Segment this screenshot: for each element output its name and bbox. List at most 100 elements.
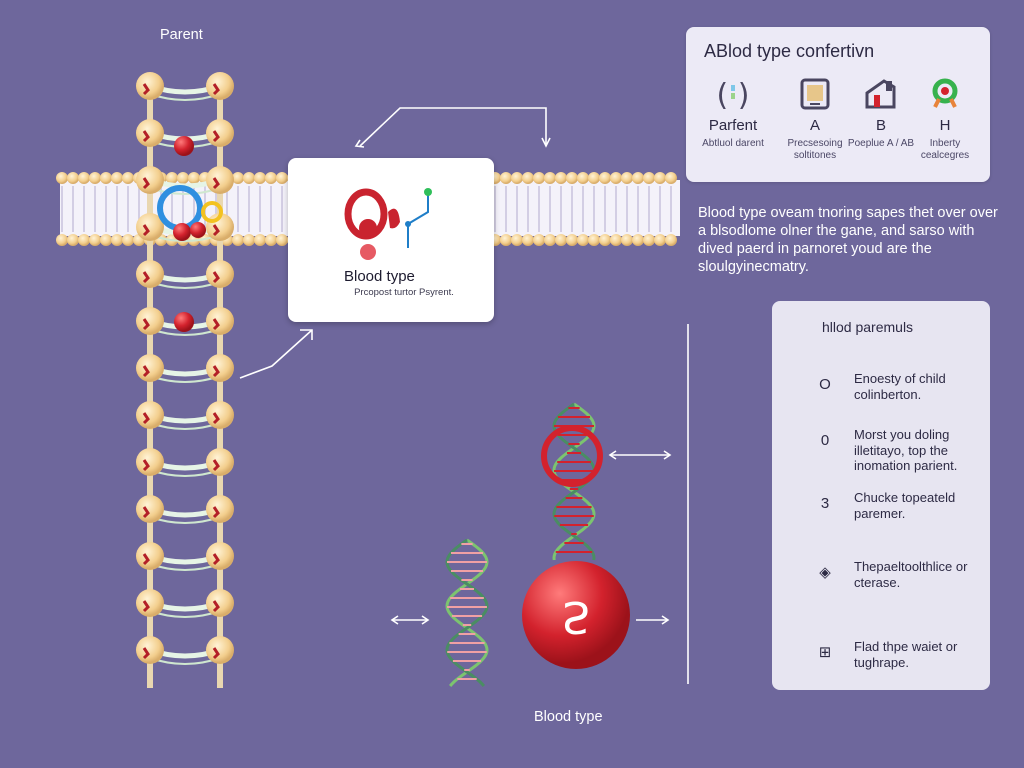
membrane-bead	[654, 172, 666, 184]
overview-column-name: Parfent	[708, 117, 758, 134]
circle-o-icon: O	[819, 375, 831, 393]
membrane-bead	[500, 234, 512, 246]
grid-icon: ⊞	[818, 644, 832, 661]
membrane-bead	[566, 234, 578, 246]
membrane-bead	[665, 234, 677, 246]
membrane-bead	[577, 172, 589, 184]
membrane-bead	[555, 234, 567, 246]
ladder-bead	[206, 307, 234, 335]
dna-helix-lower	[445, 538, 489, 687]
membrane-bead	[122, 234, 134, 246]
overview-column-b[interactable]: B Poeplue A / AB	[844, 75, 918, 150]
overview-column-sub: Poeplue A / AB	[847, 138, 915, 149]
blood-type-description: Blood type oveam tnoring sapes thet over…	[698, 205, 998, 275]
overview-column-h[interactable]: H Inberty cealcegres	[908, 75, 982, 162]
ladder-bead	[206, 542, 234, 570]
ladder-bead	[136, 354, 164, 382]
ladder-bead	[136, 448, 164, 476]
membrane-bead	[533, 172, 545, 184]
blood-type-sphere-icon: Ƨ	[522, 561, 630, 669]
parameter-text: Enoesty of child colinberton.	[854, 371, 946, 402]
membrane-bead	[232, 234, 244, 246]
membrane-bead	[599, 234, 611, 246]
membrane-bead	[665, 172, 677, 184]
membrane-bead	[621, 234, 633, 246]
ladder-bead	[136, 589, 164, 617]
red-molecule	[174, 136, 194, 156]
connector-lines	[239, 107, 689, 684]
membrane-bead	[265, 172, 277, 184]
overview-column-sub: Inberty cealcegres	[920, 138, 970, 161]
red-ring-marker	[541, 425, 603, 487]
blood-type-o-icon	[344, 188, 432, 260]
parameter-item[interactable]: ◈ Thepaeltoolthlice or cterase.	[772, 559, 990, 607]
membrane-bead	[654, 234, 666, 246]
ladder-bead	[206, 495, 234, 523]
ladder-bead	[136, 307, 164, 335]
membrane-bead	[533, 234, 545, 246]
membrane-bead	[254, 172, 266, 184]
parameter-item[interactable]: O Enoesty of child colinberton.	[772, 371, 990, 419]
membrane-bead	[122, 172, 134, 184]
ladder-bead	[136, 495, 164, 523]
tablet-icon	[778, 75, 852, 113]
membrane-bead	[166, 172, 178, 184]
membrane-bead	[632, 172, 644, 184]
membrane-bead	[643, 234, 655, 246]
overview-column-name: H	[939, 117, 951, 134]
membrane-bead	[67, 172, 79, 184]
membrane-bead	[511, 234, 523, 246]
membrane-bead	[632, 234, 644, 246]
membrane-bead	[243, 172, 255, 184]
svg-text:Ƨ: Ƨ	[562, 591, 590, 642]
parameters-card-title: hllod paremuls	[822, 319, 914, 335]
parameter-item[interactable]: 0 Morst you doling illetitayo, top the i…	[772, 427, 990, 475]
membrane-bead	[67, 234, 79, 246]
membrane-bead	[100, 172, 112, 184]
membrane-bead	[276, 234, 288, 246]
membrane-bead	[500, 172, 512, 184]
ladder-bead	[136, 72, 164, 100]
ladder-bead	[206, 166, 234, 194]
ladder-bead	[206, 354, 234, 382]
blood-type-popup[interactable]: Blood type Prcopost turtor Psyrent.	[288, 158, 494, 322]
membrane-bead	[643, 172, 655, 184]
membrane-bead	[555, 172, 567, 184]
ladder-bead	[206, 119, 234, 147]
parameter-text: Chucke topeateld paremer.	[854, 490, 956, 521]
membrane-bead	[522, 172, 534, 184]
zero-icon: 0	[820, 431, 830, 449]
ladder-bead	[136, 401, 164, 429]
membrane-bead	[577, 234, 589, 246]
parentheses-icon: ( )	[696, 75, 770, 113]
membrane-bead	[78, 234, 90, 246]
ladder-bead	[206, 589, 234, 617]
membrane-bead	[177, 172, 189, 184]
overview-column-a[interactable]: A Precsesoing soltitones	[778, 75, 852, 162]
parameter-item[interactable]: 3 Chucke topeateld paremer.	[772, 490, 990, 538]
ladder-bead	[206, 260, 234, 288]
popup-title: Blood type	[344, 268, 415, 285]
ladder-bead	[136, 166, 164, 194]
membrane-bead	[111, 172, 123, 184]
membrane-bead	[566, 172, 578, 184]
green-ring-icon	[908, 75, 982, 113]
membrane-bead	[56, 234, 68, 246]
membrane-bead	[232, 172, 244, 184]
membrane-bead	[111, 234, 123, 246]
red-molecule	[174, 312, 194, 332]
membrane-bead	[100, 234, 112, 246]
membrane-bead	[89, 172, 101, 184]
ladder-bead	[206, 448, 234, 476]
overview-column-parent[interactable]: ( ) Parfent Abtluol darent	[696, 75, 770, 150]
parameters-card: hllod paremuls O Enoesty of child colinb…	[772, 301, 990, 690]
ladder-bead	[136, 260, 164, 288]
membrane-bead	[188, 172, 200, 184]
ladder-bead	[136, 542, 164, 570]
overview-column-name: A	[809, 117, 820, 134]
membrane-bead	[610, 234, 622, 246]
overview-column-sub: Abtluol darent	[702, 138, 764, 149]
parameter-item[interactable]: ⊞ Flad thpe waiet or tughrape.	[772, 639, 990, 687]
ladder-bead	[136, 119, 164, 147]
